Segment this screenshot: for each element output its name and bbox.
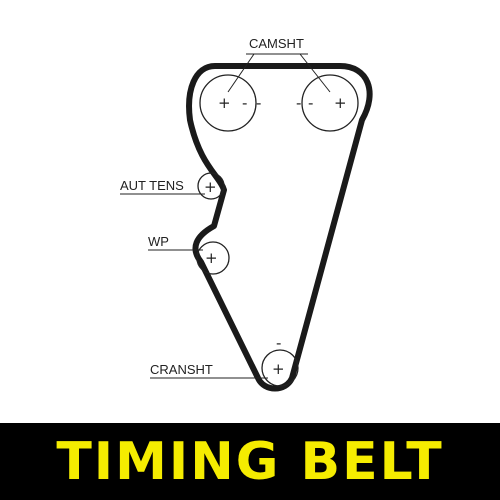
camshaft-label: CAMSHT [249, 36, 304, 51]
camshaft-leader-left [227, 53, 255, 93]
water-pump-label: WP [148, 234, 169, 249]
timing-belt-diagram: + - - - - + CAMSHT + AUT TENS + WP - + C… [120, 36, 373, 392]
water-pump-plus-sign: + [205, 249, 218, 267]
water-pump-pulley [196, 241, 230, 275]
camshaft-left-minus-sign-2: - [256, 94, 261, 112]
crankshaft-pulley [261, 349, 299, 387]
tensioner-pulley [197, 172, 225, 200]
camshaft-pulley-right [301, 74, 359, 132]
camshaft-leader-right [299, 53, 331, 93]
camshaft-right-minus-sign: - [296, 94, 301, 112]
crankshaft-label: CRANSHT [150, 362, 213, 377]
tensioner-plus-sign: + [204, 178, 217, 196]
camshaft-right-plus-sign: + [334, 94, 347, 112]
crankshaft-plus-sign: + [272, 360, 285, 378]
camshaft-right-minus-sign-2: - [308, 94, 313, 112]
tensioner-label: AUT TENS [120, 178, 184, 193]
banner-title: TIMING BELT [56, 431, 444, 492]
title-banner: TIMING BELT [0, 423, 500, 500]
camshaft-left-minus-sign: - [242, 94, 247, 112]
camshaft-pulley-left [199, 74, 257, 132]
timing-belt-path [186, 63, 373, 392]
camshaft-left-plus-sign: + [218, 94, 231, 112]
crankshaft-minus-sign: - [276, 334, 281, 352]
